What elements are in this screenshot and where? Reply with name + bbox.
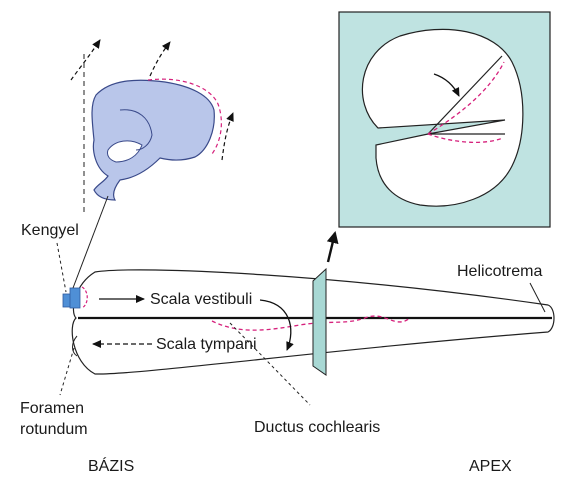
label-helicotrema: Helicotrema bbox=[457, 263, 543, 280]
stapes-motion-arrow-3 bbox=[221, 112, 234, 161]
label-scala-vestibuli: Scala vestibuli bbox=[150, 291, 253, 308]
label-ductus-cochlearis: Ductus cochlearis bbox=[254, 419, 381, 436]
stapes-body bbox=[91, 79, 215, 201]
foramen-leader-line bbox=[59, 347, 75, 396]
oval-window-dashed bbox=[81, 286, 88, 309]
wave-leader-line bbox=[229, 322, 311, 406]
stapes-crus bbox=[119, 109, 153, 151]
round-window-membrane bbox=[72, 335, 78, 357]
uncoiled-cochlea bbox=[62, 269, 555, 406]
section-plane bbox=[312, 231, 339, 376]
kengyel-leader-line bbox=[56, 242, 67, 293]
oval-window-stapes-head bbox=[69, 287, 81, 309]
label-foramen-line1: Foramen bbox=[20, 400, 85, 417]
inset-displaced-basilar bbox=[427, 133, 504, 143]
shunt-arrow bbox=[259, 299, 294, 351]
label-basis: BÁZIS bbox=[88, 458, 135, 475]
cross-section-inset bbox=[338, 11, 551, 228]
stapes-motion-arrow-1 bbox=[70, 39, 101, 81]
section-plate bbox=[312, 267, 327, 376]
label-stapes: Kengyel bbox=[21, 222, 79, 239]
stapes-drawing bbox=[56, 39, 234, 396]
inset-pressure-arrow bbox=[433, 73, 460, 97]
stapes-opening bbox=[107, 140, 143, 163]
stapes-displaced-outline bbox=[147, 78, 222, 155]
label-scala-tympani: Scala tympani bbox=[156, 336, 257, 353]
label-apex: APEX bbox=[469, 458, 512, 475]
inset-displaced-membrane bbox=[427, 61, 505, 135]
helicotrema-pointer bbox=[529, 282, 546, 313]
label-foramen-line2: rotundum bbox=[20, 421, 88, 438]
stapes-motion-arrow-2 bbox=[149, 41, 171, 77]
reissner-membrane bbox=[427, 55, 503, 135]
section-to-inset-arrow bbox=[326, 231, 339, 263]
stapes-leader-line bbox=[72, 195, 109, 289]
traveling-wave-dashed bbox=[211, 315, 411, 331]
